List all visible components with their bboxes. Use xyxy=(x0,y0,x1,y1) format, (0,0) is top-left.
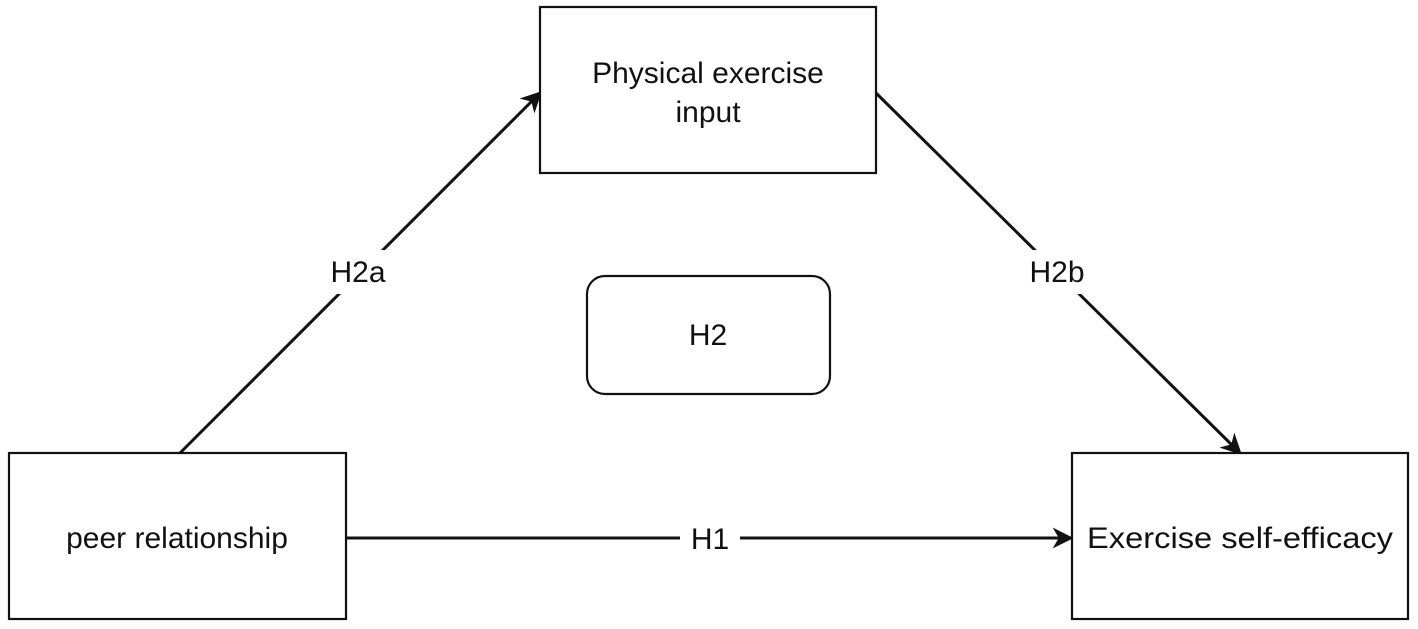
node-exercise-self-efficacy: Exercise self-efficacy xyxy=(1070,451,1410,621)
edge-label-h1: H1 xyxy=(691,523,729,556)
edge-h1: H1 xyxy=(347,518,1074,558)
node-physical-exercise-input: Physical exercise input xyxy=(538,5,878,175)
edge-label-h2b: H2b xyxy=(1029,256,1084,289)
edge-h2a: H2a xyxy=(178,91,542,455)
node-label-exercise-self-efficacy: Exercise self-efficacy xyxy=(1087,522,1393,555)
node-label-physical-exercise-input-line1: Physical exercise xyxy=(592,57,824,90)
node-peer-relationship: peer relationship xyxy=(7,451,348,621)
node-label-physical-exercise-input-line2: input xyxy=(675,96,741,129)
node-label-h2: H2 xyxy=(689,319,727,352)
node-label-peer-relationship: peer relationship xyxy=(66,522,288,555)
edge-label-h2a: H2a xyxy=(330,256,385,289)
node-hypothesis-h2: H2 xyxy=(585,274,832,396)
edge-h2b: H2b xyxy=(874,91,1242,455)
